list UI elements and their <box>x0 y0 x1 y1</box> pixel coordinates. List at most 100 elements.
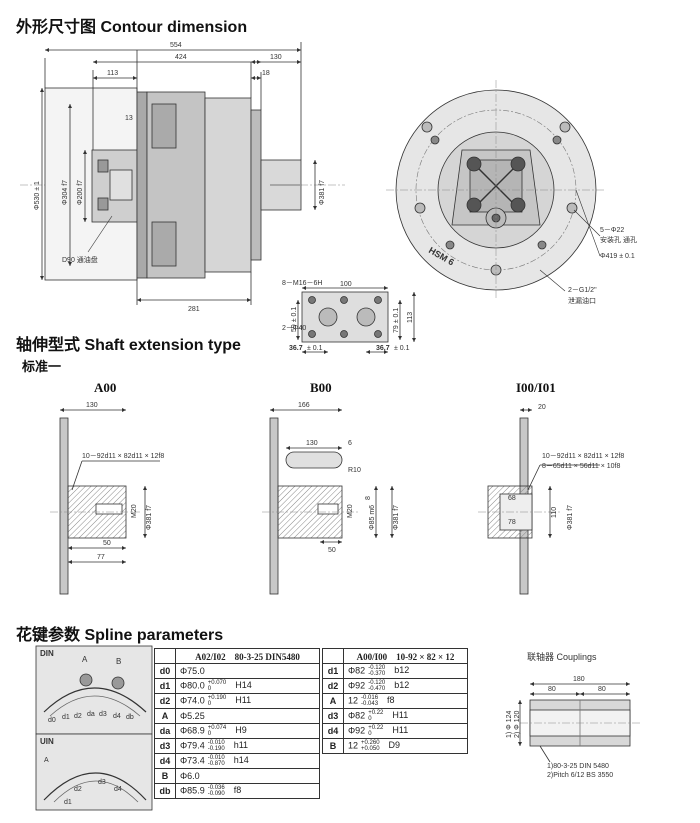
param-value: 12 <box>348 695 359 706</box>
port-cn-label: 泄漏油口 <box>568 296 596 305</box>
param-tolerance: -0.036-0.090 <box>208 785 225 797</box>
coupling-left: 80 <box>548 686 556 693</box>
b00-key-length: 130 <box>306 440 318 447</box>
a00-drawing <box>50 408 160 595</box>
tolerance-lower: -0.870 <box>207 761 225 767</box>
port-dim-59: 59 ± 0.1 <box>291 307 298 332</box>
coupling-d2: 2) Φ 120 <box>514 711 521 738</box>
a00-dim-50: 50 <box>103 540 111 547</box>
port-hole-label: 2－Φ40 <box>282 325 306 332</box>
tolerance-lower: 0 <box>207 731 212 737</box>
tolerance-lower: -0.090 <box>207 791 225 797</box>
port-block <box>296 286 416 354</box>
b00-dim-8: 8 <box>365 496 372 500</box>
pcd-label: Φ419 ± 0.1 <box>600 253 635 260</box>
tolerance-lower: 0 <box>207 686 212 692</box>
b00-bore: M20 <box>347 504 354 518</box>
param-fit: H9 <box>235 725 247 736</box>
a00-length: 130 <box>86 402 98 409</box>
tolerance-upper: +0.074 <box>207 725 227 731</box>
spline-parameters-heading: 花键参数 Spline parameters <box>16 627 224 644</box>
tolerance-lower: 0 <box>368 716 372 722</box>
port-right-offset-tol: ± 0.1 <box>394 345 410 352</box>
param-fit: H11 <box>392 710 409 721</box>
tolerance-lower: -0.470 <box>368 686 386 692</box>
dim-flange: 18 <box>262 70 270 77</box>
param-symbol: B <box>322 738 344 754</box>
i00-dim-78: 78 <box>508 519 516 526</box>
dim-right-extent: 130 <box>270 54 282 61</box>
contour-dimension-heading: 外形尺寸图 Contour dimension <box>16 19 248 36</box>
param-value: Φ74.0 <box>180 695 205 706</box>
dim-overall-length: 554 <box>170 42 182 49</box>
table-row: A00/I00 10-92 × 82 × 12 <box>322 648 468 664</box>
param-symbol: db <box>154 783 176 799</box>
param-tolerance: -0.016-0.043 <box>361 695 378 707</box>
param-tolerance: -0.010-0.870 <box>208 755 225 767</box>
param-symbol: d2 <box>322 678 344 694</box>
uin-sym-d1: d1 <box>64 799 72 806</box>
tolerance-lower: 0 <box>368 731 372 737</box>
param-value-cell: Φ75.0 <box>175 663 320 679</box>
port-right-offset: 36.7 <box>376 345 390 352</box>
dim-body-length: 424 <box>175 54 187 61</box>
b00-title: B00 <box>310 380 332 395</box>
i00-shaft-dia: Φ381 f7 <box>567 505 574 530</box>
param-symbol: d0 <box>154 663 176 679</box>
coupling-total: 180 <box>573 676 585 683</box>
front-view <box>386 80 606 300</box>
uin-table-header: A00/I00 10-92 × 82 × 12 <box>343 648 468 664</box>
param-symbol: d2 <box>154 693 176 709</box>
param-value: Φ68.9 <box>180 725 205 736</box>
tolerance-upper: -0.120 <box>368 680 386 686</box>
tolerance-upper: -0.010 <box>207 755 225 761</box>
param-fit: b12 <box>394 680 410 691</box>
param-value: Φ82 <box>348 665 366 676</box>
couplings-title: 联轴器 Couplings <box>527 651 597 662</box>
param-symbol: d4 <box>322 723 344 739</box>
b00-key-width: 6 <box>348 440 352 447</box>
tolerance-lower: -0.190 <box>207 746 225 752</box>
din-sym-d0: d0 <box>48 717 56 724</box>
spline-diagrams <box>35 645 153 811</box>
b00-key-dia: Φ85 m6 <box>369 505 376 530</box>
uin-sym-a: A <box>44 757 49 764</box>
din-table-header: A02/I02 80-3-25 DIN5480 <box>175 648 320 664</box>
din-sym-da: da <box>87 711 95 718</box>
param-tolerance: +0.260+0.050 <box>361 740 380 752</box>
din-sym-db: db <box>126 714 134 721</box>
bolt-holes-label: 5－Φ22 <box>600 227 624 234</box>
i00-spline-2: 8－65d11 × 56d11 × 10f8 <box>542 463 620 470</box>
port-width-label: 100 <box>340 281 352 288</box>
tolerance-lower: -0.043 <box>361 701 379 707</box>
a00-bore: M20 <box>131 504 138 518</box>
uin-sym-d2: d2 <box>74 786 82 793</box>
i00-dim-68: 68 <box>508 495 516 502</box>
param-fit: H14 <box>235 680 252 691</box>
param-value: Φ82 <box>348 710 366 721</box>
a00-shaft-dia: Φ381 f7 <box>146 505 153 530</box>
tolerance-upper: -0.016 <box>361 695 379 701</box>
standard-one-heading: 标准一 <box>22 359 62 374</box>
